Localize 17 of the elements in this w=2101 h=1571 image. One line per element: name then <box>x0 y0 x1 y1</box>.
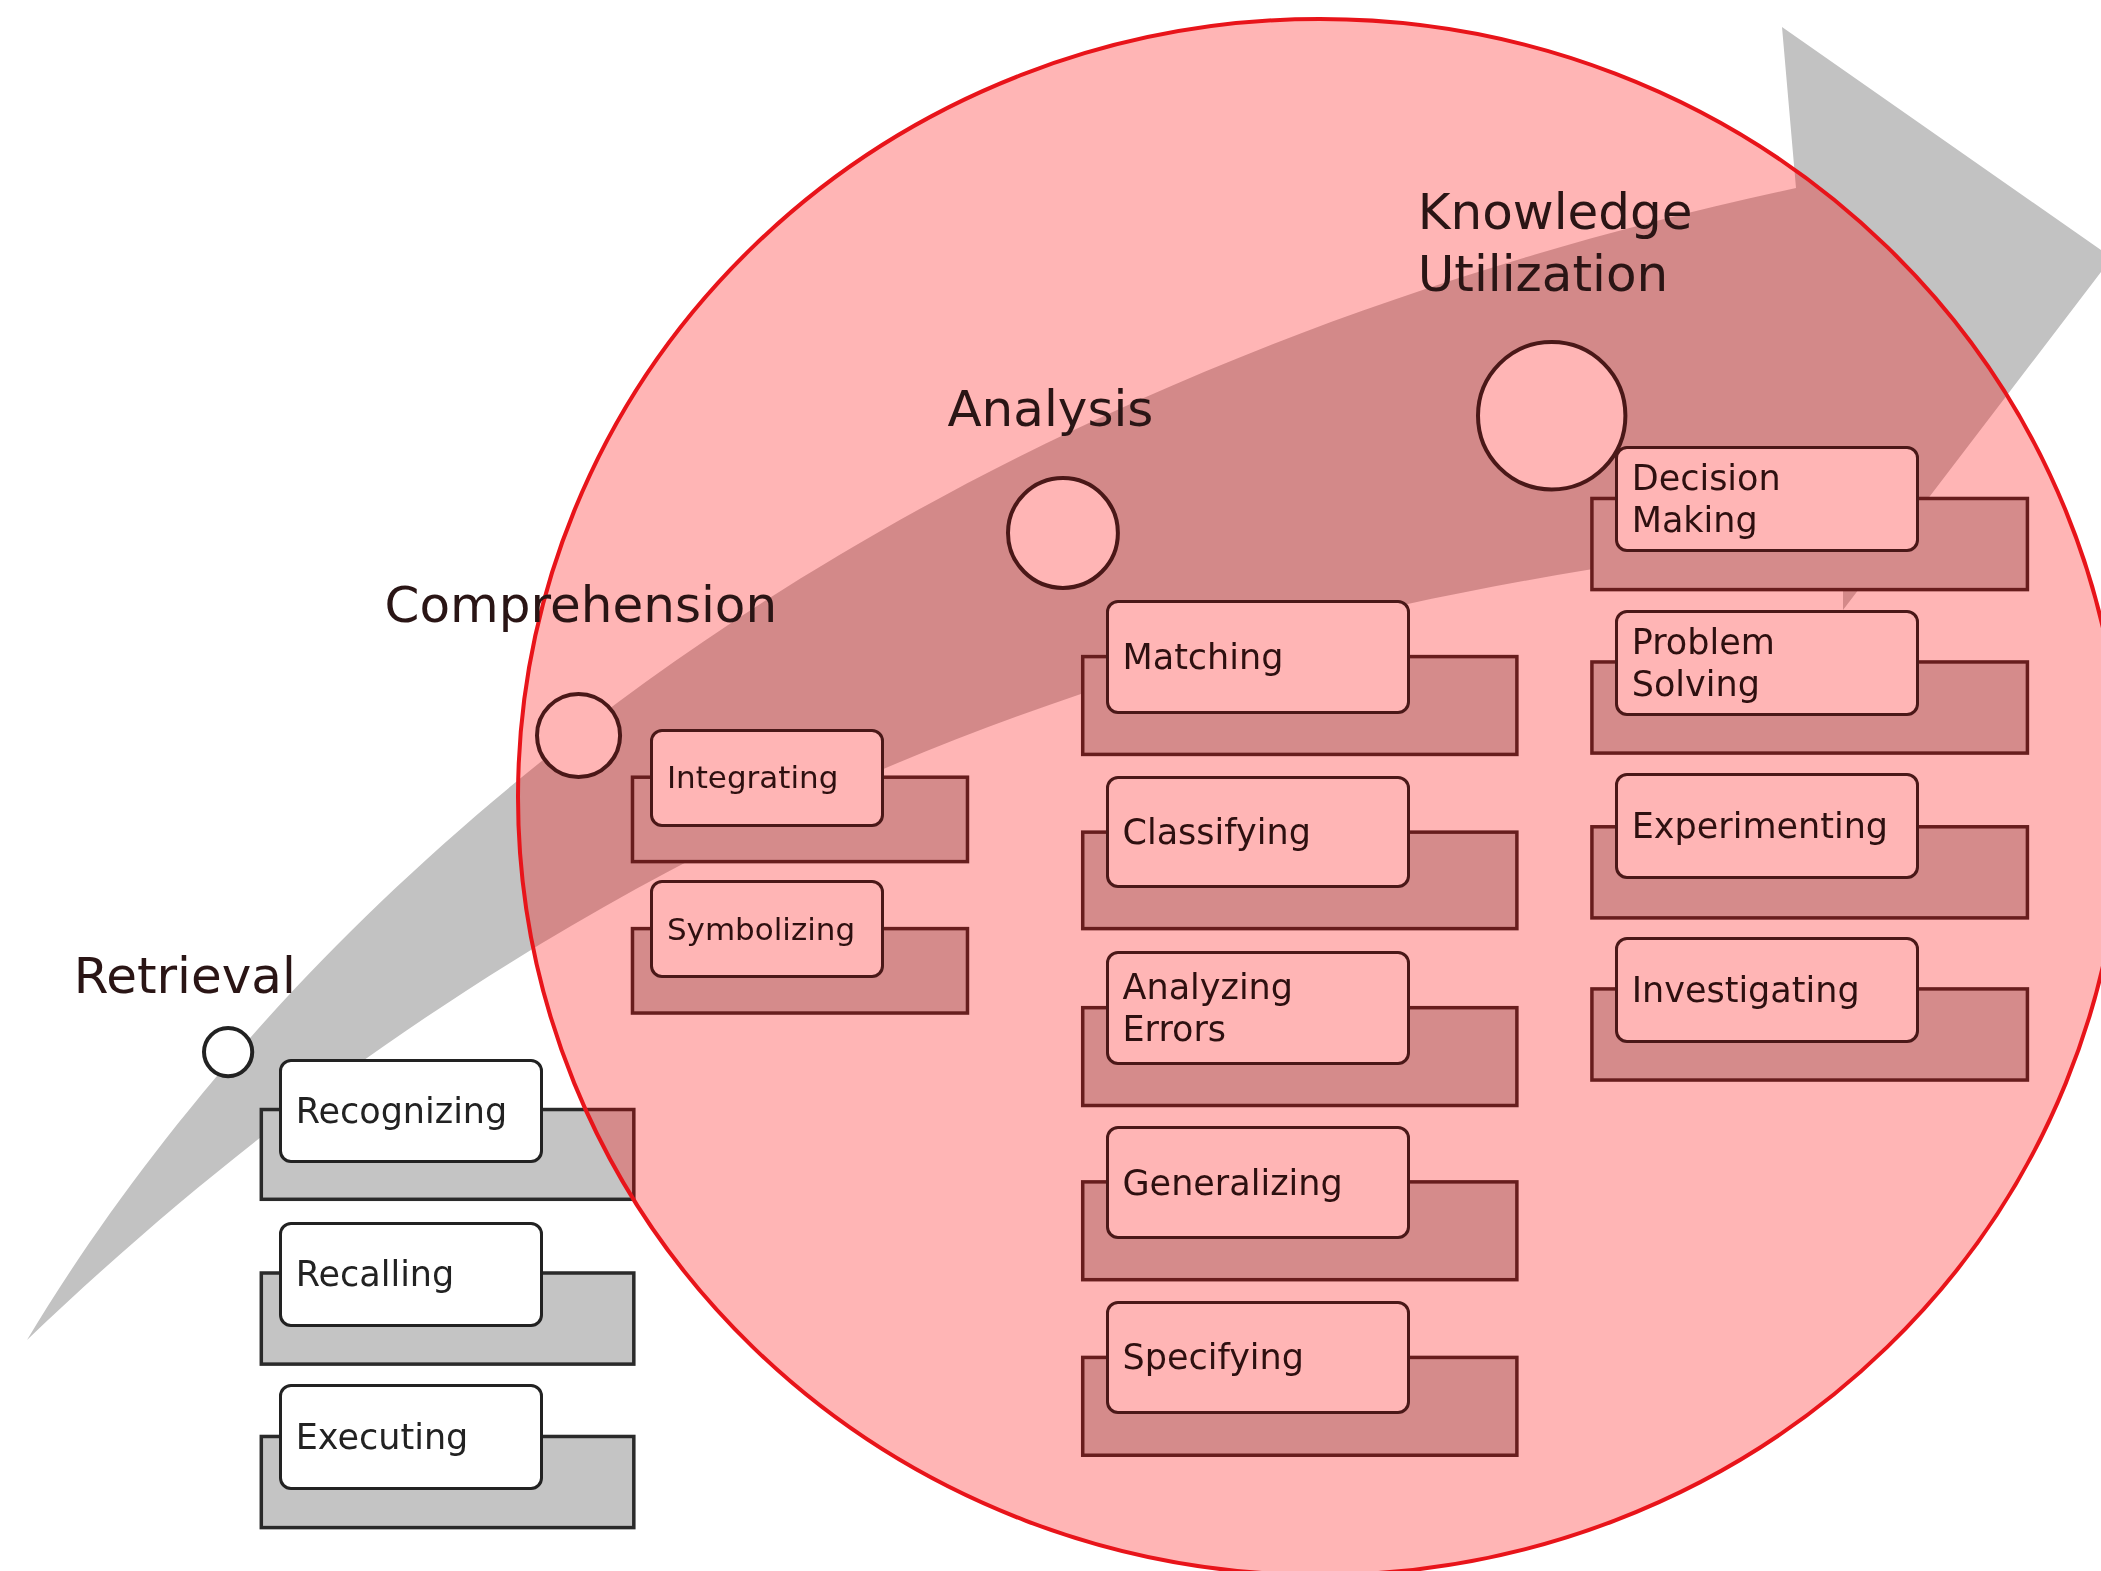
skill-box: Decision Making <box>1614 446 1919 553</box>
skill-box: Recalling <box>278 1222 543 1327</box>
skill-box: Analyzing Errors <box>1105 951 1410 1066</box>
skill-box: Problem Solving <box>1614 609 1919 716</box>
skill-box: Classifying <box>1105 775 1410 889</box>
skill-box: Recognizing <box>278 1058 543 1164</box>
skill-box: Specifying <box>1105 1301 1410 1414</box>
skill-box: Integrating <box>649 728 885 827</box>
skill-box: Symbolizing <box>649 880 885 979</box>
skill-box: Generalizing <box>1105 1125 1410 1240</box>
skill-box: Investigating <box>1614 936 1919 1043</box>
stage-heading: Analysis <box>947 378 1154 440</box>
skill-box: Matching <box>1105 600 1410 715</box>
skill-box: Experimenting <box>1614 773 1919 880</box>
stage-heading: Retrieval <box>73 945 296 1007</box>
skill-box: Executing <box>278 1384 543 1491</box>
stage-heading: Knowledge Utilization <box>1417 181 1694 306</box>
